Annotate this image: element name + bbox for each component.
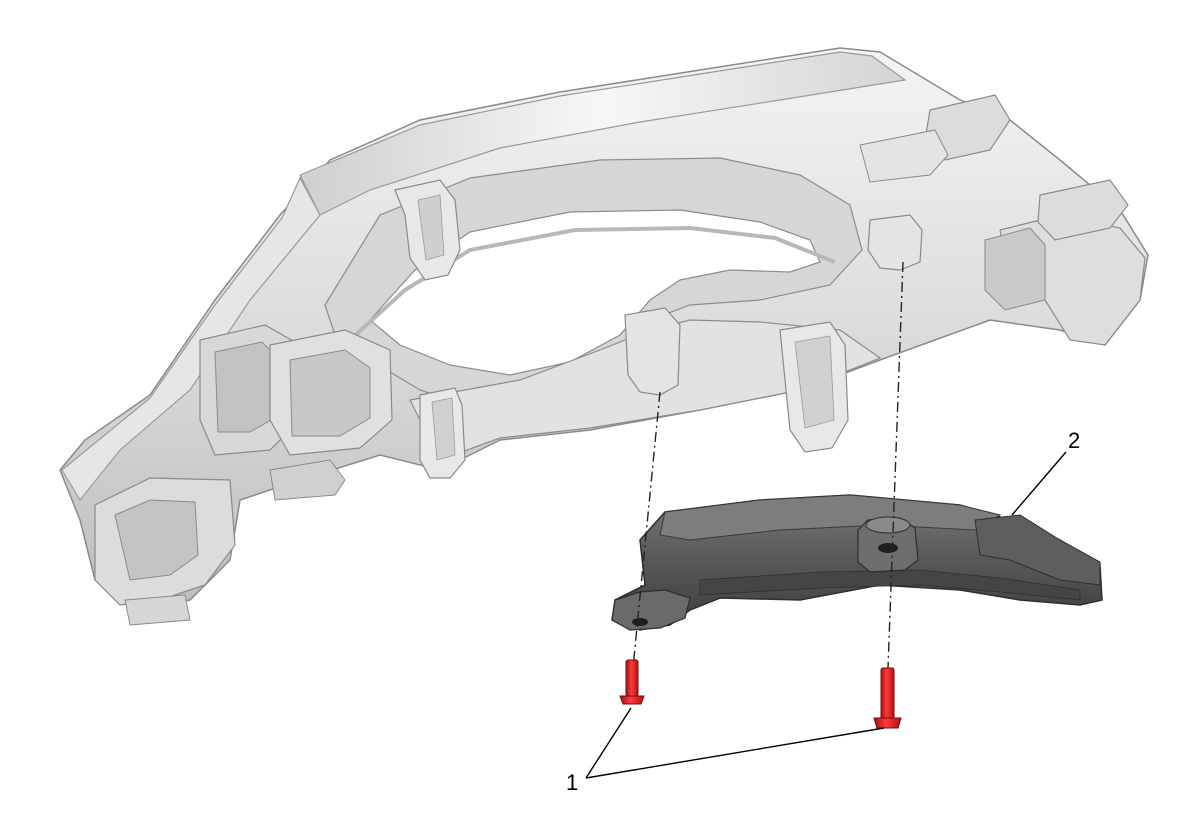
alignment-lines [632,261,904,669]
callout-2: 2 [1068,428,1080,453]
bracket-tab-right [974,514,1101,586]
housing-right-box [984,227,1046,311]
housing-inner-ridge [348,225,836,342]
bracket-ear-left [611,589,691,631]
leader-lines [585,451,1067,779]
mounting-boss-right [867,214,923,271]
fastener-right [873,667,902,729]
mounting-boss-left [624,307,681,396]
housing-outer-lip [61,176,321,502]
housing-top-rim [299,51,907,216]
leader-1-to-right-fastener [585,727,885,779]
callout-1: 1 [566,770,578,795]
mounting-bracket [611,494,1103,631]
leader-1-to-left-fastener [585,707,632,779]
leader-2-to-bracket [1011,451,1067,516]
console-housing [59,47,1149,626]
clip-tab-upper-right-2 [1037,179,1129,241]
housing-opening [369,209,821,376]
fastener-left [619,659,645,705]
alignment-line-left [632,391,661,669]
bracket-top-face [659,494,1002,541]
alignment-line-right [887,261,904,669]
clip-tab-upper-right-3 [859,129,949,183]
fasteners [619,659,902,729]
